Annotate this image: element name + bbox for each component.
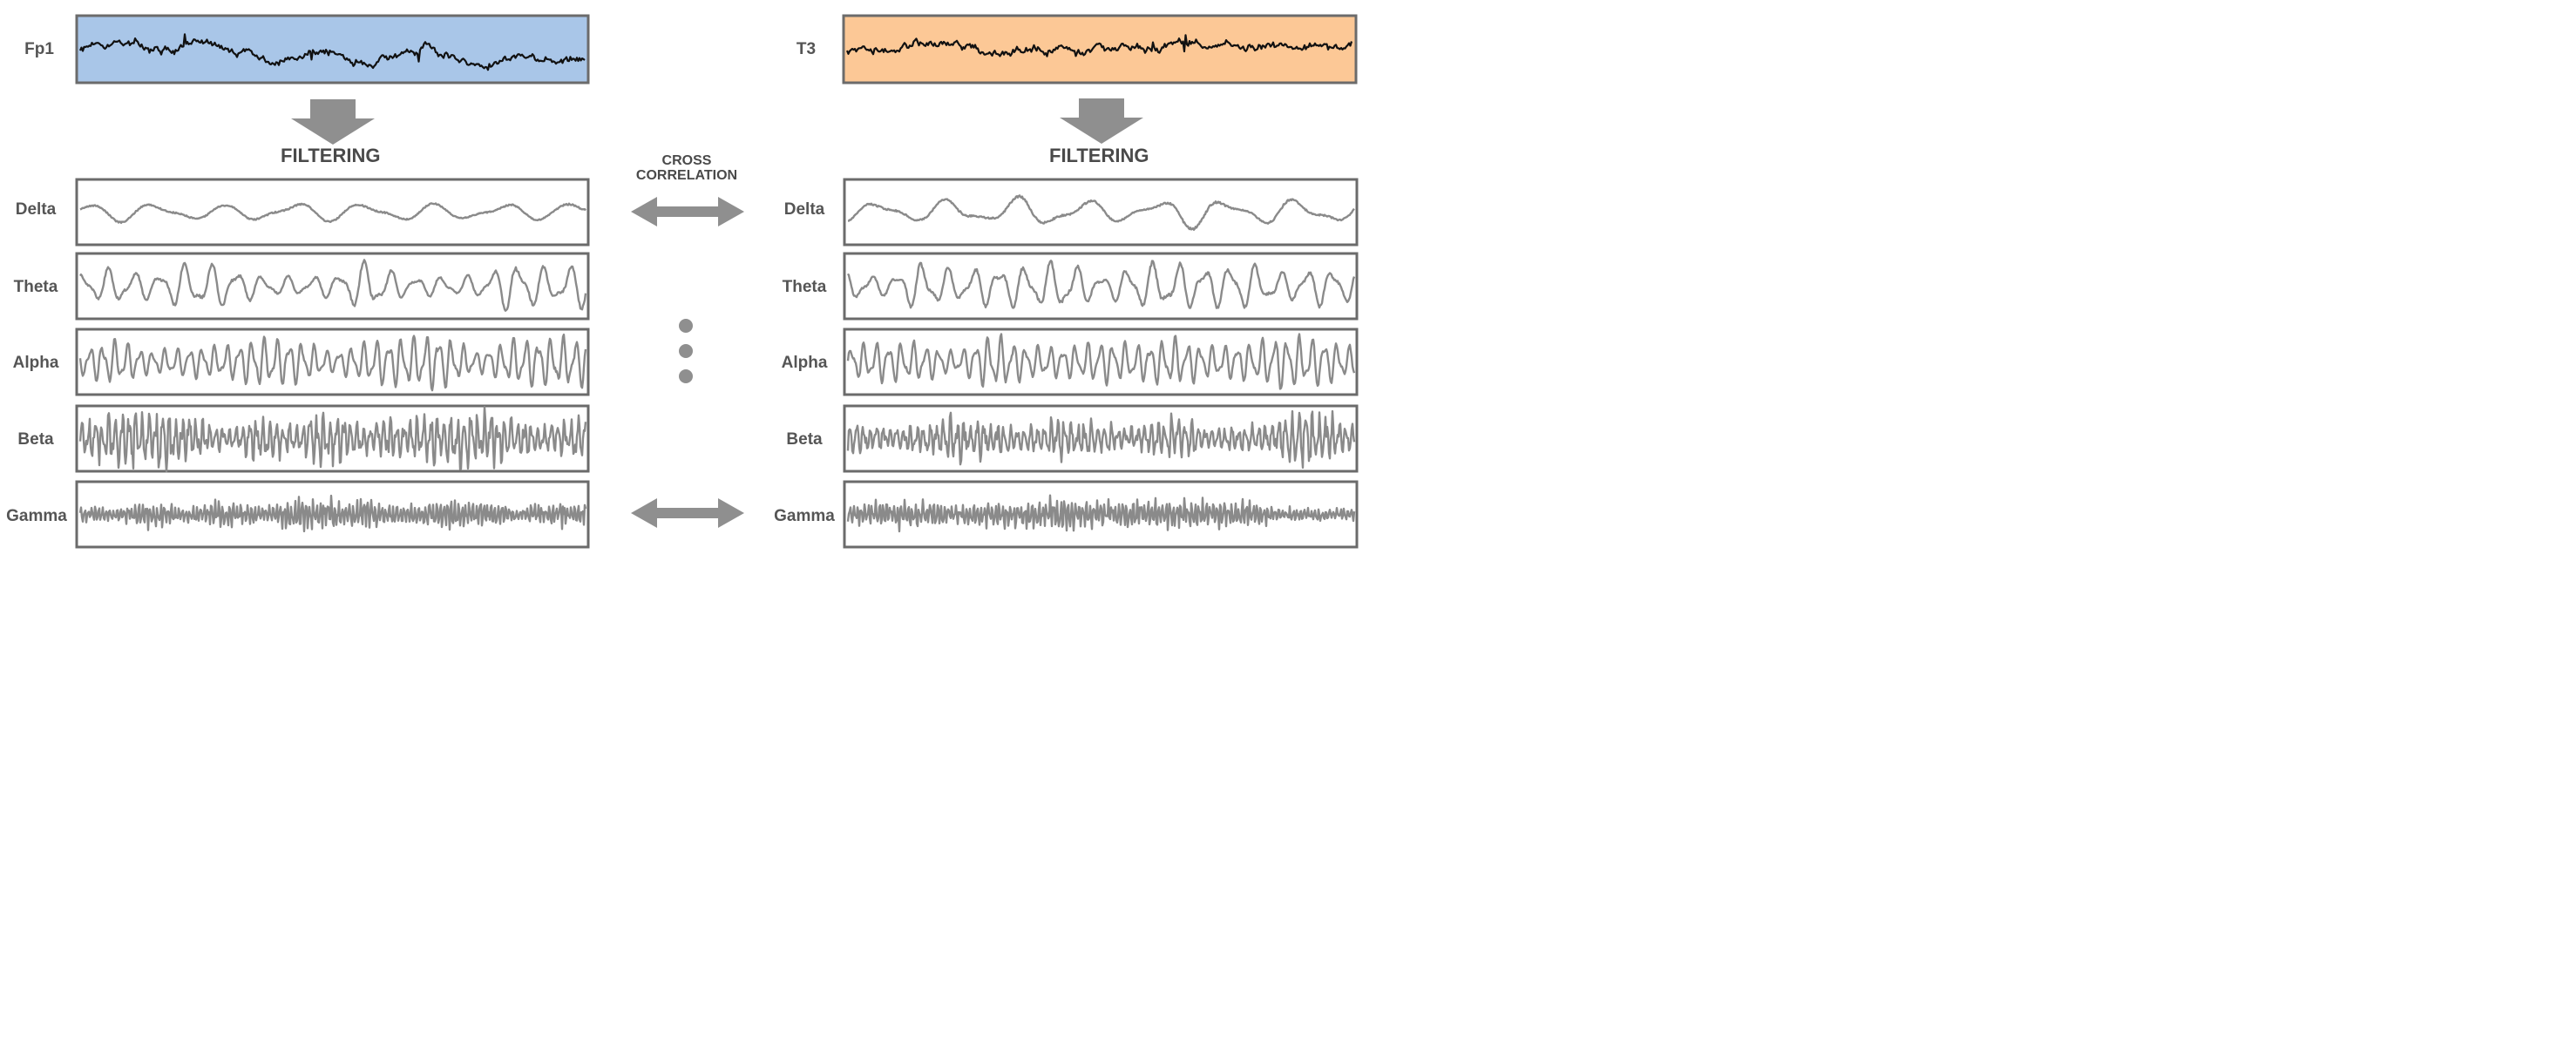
left-band-trace-delta — [79, 202, 586, 225]
left-band-trace-alpha — [78, 333, 587, 392]
left-filtering-arrow — [291, 99, 375, 145]
right-raw-signal-trace — [845, 34, 1353, 57]
left-band-label-alpha: Alpha — [12, 354, 59, 372]
ellipsis-dot-3 — [679, 369, 693, 383]
right-band-box-delta — [843, 178, 1359, 247]
right-band-label-beta: Beta — [786, 430, 823, 449]
right-band-trace-gamma — [846, 494, 1356, 533]
ellipsis-dot-2 — [679, 344, 693, 358]
right-filtering-arrow — [1060, 98, 1143, 144]
left-band-label-theta: Theta — [13, 278, 58, 296]
left-band-label-beta: Beta — [17, 430, 54, 449]
right-band-trace-beta — [846, 409, 1356, 469]
cross-correlation-line1: CROSS — [661, 153, 712, 168]
right-band-label-delta: Delta — [783, 200, 825, 219]
right-band-label-theta: Theta — [782, 278, 827, 296]
cross-correlation-arrow-delta — [631, 197, 744, 226]
left-raw-signal-box — [75, 14, 590, 84]
left-band-trace-beta — [78, 405, 587, 473]
right-filtering-label: FILTERING — [1049, 145, 1149, 166]
cross-correlation-arrow-gamma — [631, 498, 744, 528]
left-band-label-gamma: Gamma — [6, 507, 67, 525]
right-band-label-alpha: Alpha — [781, 354, 828, 372]
right-band-trace-theta — [846, 260, 1356, 309]
ellipsis-dot-1 — [679, 319, 693, 333]
cross-correlation-line2: CORRELATION — [635, 168, 738, 183]
diagram-canvas — [75, 14, 1359, 549]
right-channel-label: T3 — [796, 40, 817, 58]
left-band-label-delta: Delta — [15, 200, 57, 219]
cross-correlation-label: CROSS CORRELATION — [616, 153, 757, 183]
right-band-label-gamma: Gamma — [774, 507, 835, 525]
left-filtering-label: FILTERING — [281, 145, 381, 166]
left-band-box-delta — [75, 178, 590, 247]
left-raw-signal-trace — [78, 33, 586, 71]
left-band-trace-gamma — [78, 494, 587, 533]
left-band-trace-theta — [79, 259, 587, 312]
right-raw-signal-box — [842, 14, 1358, 84]
left-channel-label: Fp1 — [24, 40, 54, 58]
right-band-trace-alpha — [846, 333, 1356, 390]
eeg-cross-correlation-diagram: Fp1 FILTERING Delta Theta Alpha Beta Gam… — [0, 0, 1365, 558]
right-band-box-theta — [843, 252, 1359, 321]
right-band-trace-delta — [847, 194, 1355, 231]
